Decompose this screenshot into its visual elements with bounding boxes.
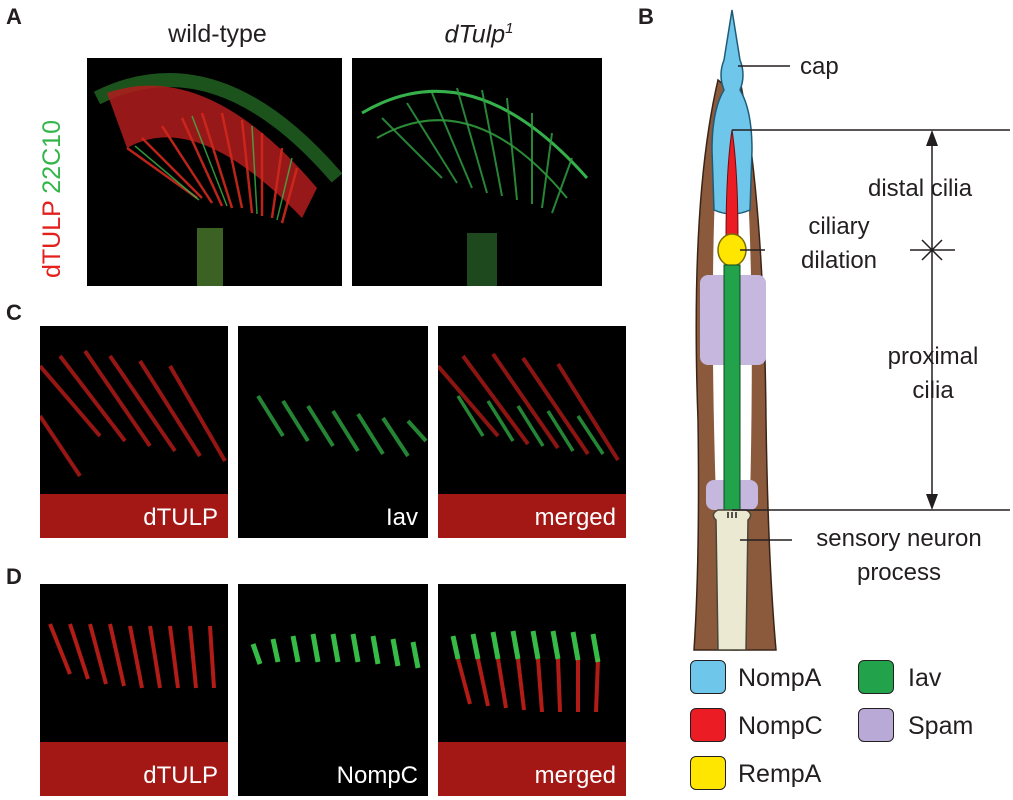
micrograph-wild-type — [87, 58, 342, 286]
legend-label-nompc: NompC — [738, 712, 823, 740]
legend-label-spam: Spam — [908, 712, 974, 740]
micrograph-mutant — [352, 58, 602, 286]
label-c-merged: merged — [534, 504, 616, 531]
stain-label-green: 22C10 — [38, 120, 66, 194]
label-c-dtulp: dTULP — [143, 504, 218, 531]
label-distal-cilia: distal cilia — [868, 175, 973, 202]
micrograph-c-iav: Iav — [238, 326, 428, 538]
legend-swatch-nompa — [690, 660, 726, 694]
legend-label-nompa: NompA — [738, 664, 822, 692]
panel-letter-a: A — [6, 4, 22, 29]
wild-type-title: wild-type — [168, 20, 267, 48]
panel-letter-c: C — [6, 300, 22, 325]
legend-swatch-iav — [858, 660, 894, 694]
panel-letter-b: B — [638, 4, 654, 29]
label-d-dtulp: dTULP — [143, 762, 218, 789]
micrograph-d-nompc: NompC — [238, 584, 428, 796]
micrograph-d-merged: merged — [438, 584, 626, 796]
label-d-merged: merged — [534, 762, 616, 789]
label-c-iav: Iav — [385, 504, 418, 531]
legend-swatch-spam — [858, 708, 894, 742]
cilia-schematic — [693, 9, 1010, 651]
micrograph-d-dtulp: dTULP — [40, 584, 228, 796]
label-cap: cap — [800, 53, 839, 80]
stain-label: dTULP 22C10 — [38, 120, 67, 278]
mutant-title: dTulp1 — [444, 20, 514, 49]
label-d-nompc: NompC — [336, 762, 418, 789]
micrograph-c-merged: merged — [438, 326, 626, 538]
legend-swatch-rempa — [690, 756, 726, 790]
micrograph-c-dtulp: dTULP — [40, 326, 228, 538]
sensory-neuron-process — [712, 509, 752, 651]
stain-label-red: dTULP — [38, 200, 66, 278]
panel-letter-d: D — [6, 564, 22, 589]
legend-label-rempa: RempA — [738, 760, 822, 788]
legend-swatch-nompc — [690, 708, 726, 742]
legend-label-iav: Iav — [908, 664, 942, 692]
iav-proximal-cilium — [723, 264, 741, 511]
